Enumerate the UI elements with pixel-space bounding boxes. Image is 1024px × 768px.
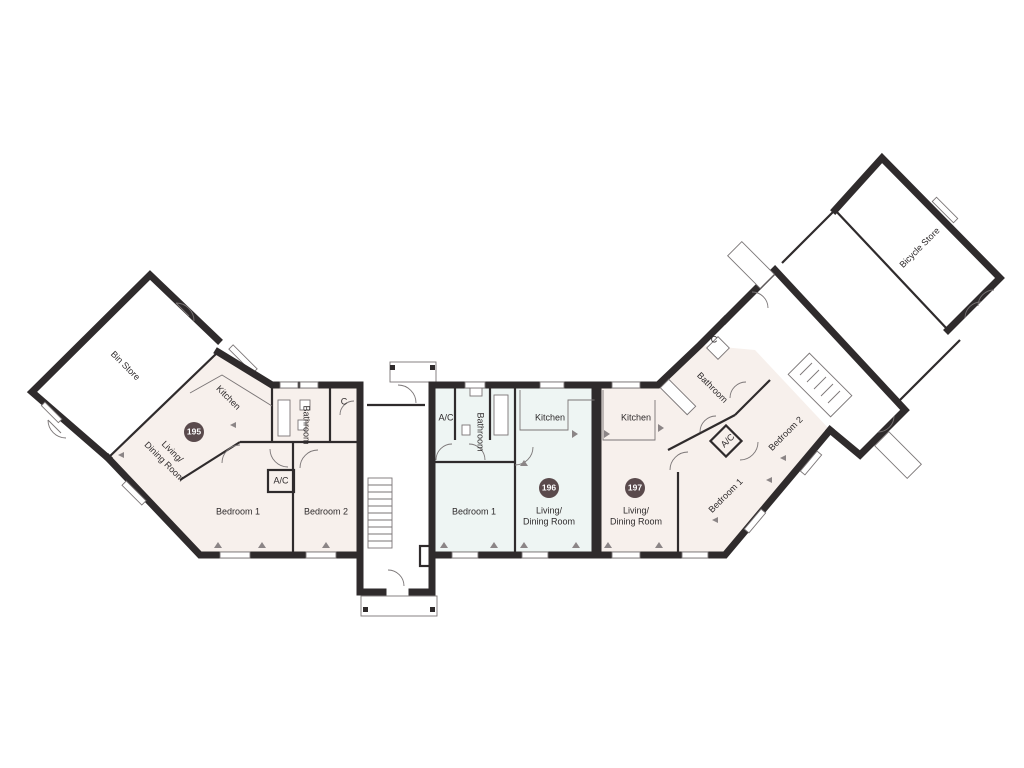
apartment-197: 197 — [594, 315, 835, 559]
apartment-197-badge — [625, 478, 645, 498]
bin-store — [26, 270, 258, 463]
a196-bathroom-label: Bathroom — [476, 412, 486, 451]
a196-kitchen-label: Kitchen — [535, 412, 565, 422]
a195-bedroom2-label: Bedroom 2 — [304, 506, 348, 516]
a196-bedroom1-label: Bedroom 1 — [452, 506, 496, 516]
wall-markers — [118, 422, 786, 548]
apartment-196-number: 196 — [542, 482, 556, 492]
apartment-197-number: 197 — [628, 482, 642, 492]
bicycle-store — [830, 152, 1005, 335]
a196-living-label-2: Dining Room — [523, 516, 575, 526]
floor-fills — [108, 345, 830, 555]
a195-bathroom-label: Bathroom — [302, 405, 312, 444]
apartment-195: 195 — [103, 347, 364, 559]
a197-living-label-1: Living/ — [623, 505, 650, 515]
a195-ac-label: A/C — [273, 475, 289, 485]
apartment-195-floor — [108, 352, 360, 555]
apartment-197-floor — [598, 345, 830, 555]
a197-living-label-2: Dining Room — [610, 516, 662, 526]
apartment-196-floor — [432, 385, 595, 555]
bin-store-label: Bin Store — [109, 349, 142, 382]
apartment-195-badge — [184, 422, 204, 442]
a197-kitchen-label: Kitchen — [621, 412, 651, 422]
apartment-196-badge — [539, 478, 559, 498]
a195-cupboard-label: C — [341, 396, 348, 406]
a195-bedroom1-label: Bedroom 1 — [216, 506, 260, 516]
a196-ac-label: A/C — [438, 412, 454, 422]
central-core — [356, 361, 438, 617]
apartment-195-number: 195 — [187, 426, 201, 436]
right-core — [720, 209, 961, 479]
a196-living-label-1: Living/ — [536, 505, 563, 515]
bicycle-store-label: Bicycle Store — [897, 225, 941, 269]
a197-cupboard-label: C — [711, 334, 718, 344]
